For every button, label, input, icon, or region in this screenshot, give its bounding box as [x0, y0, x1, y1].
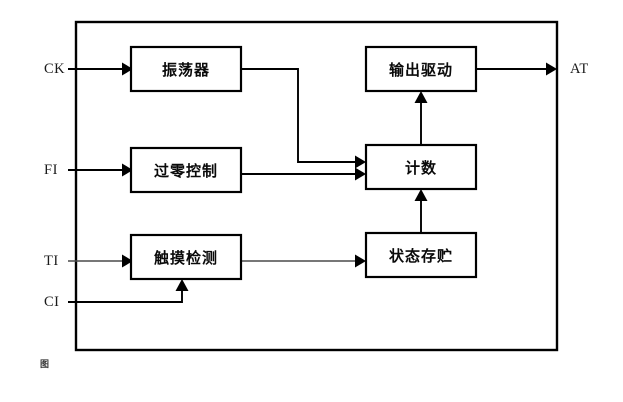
outer-frame: [74, 20, 559, 352]
block-oscillator-rect: [129, 45, 243, 93]
block-zero-cross-control[interactable]: 过零控制: [129, 146, 243, 194]
arrowhead-icon: [355, 167, 366, 181]
block-zero-cross-control-rect: [129, 146, 243, 194]
block-output-drive[interactable]: 输出驱动: [364, 45, 478, 93]
block-output-drive-label: 输出驱动: [389, 61, 453, 79]
connection-ck-to-oscillator: [68, 62, 133, 76]
figure-caption: 图: [40, 359, 49, 369]
connection-zero-cross-to-counter: [241, 167, 366, 181]
pin-label-fi: FI: [44, 162, 58, 178]
block-state-storage-label: 状态存贮: [389, 247, 453, 265]
arrowhead-icon: [122, 163, 133, 177]
pin-label-ci: CI: [44, 294, 60, 310]
connection-counter-to-output-drive: [414, 91, 428, 145]
block-output-drive-rect: [364, 45, 478, 93]
connection-oscillator-to-counter: [241, 68, 366, 169]
pin-label-ti: TI: [44, 253, 59, 269]
arrowhead-icon: [355, 155, 366, 169]
arrowhead-icon: [175, 279, 189, 291]
connection-touch-detect-to-state-storage: [241, 254, 366, 268]
connection-ti-to-touch-detect: [68, 254, 133, 268]
block-state-storage[interactable]: 状态存贮: [364, 231, 478, 279]
block-oscillator[interactable]: 振荡器: [129, 45, 243, 93]
block-counter[interactable]: 计数: [364, 143, 478, 191]
block-touch-detect-rect: [129, 233, 243, 281]
block-zero-cross-control-label: 过零控制: [154, 162, 218, 180]
block-counter-rect: [364, 143, 478, 191]
pin-label-at: AT: [570, 61, 589, 77]
connection-ci-to-touch-detect: [68, 279, 189, 303]
connection-fi-to-zero-cross: [68, 163, 133, 177]
arrowhead-icon: [355, 254, 366, 268]
arrowhead-icon: [122, 62, 133, 76]
connection-state-storage-to-counter: [414, 189, 428, 233]
block-oscillator-label: 振荡器: [162, 61, 210, 79]
arrowhead-icon: [414, 91, 428, 103]
arrowhead-icon: [546, 62, 557, 76]
arrowhead-icon: [122, 254, 133, 268]
connection-output-drive-to-at: [476, 62, 557, 76]
block-state-storage-rect: [364, 231, 478, 279]
arrowhead-icon: [414, 189, 428, 201]
pin-label-ck: CK: [44, 61, 65, 77]
block-touch-detect-label: 触摸检测: [154, 249, 218, 267]
block-counter-label: 计数: [405, 159, 437, 177]
block-touch-detect[interactable]: 触摸检测: [129, 233, 243, 281]
